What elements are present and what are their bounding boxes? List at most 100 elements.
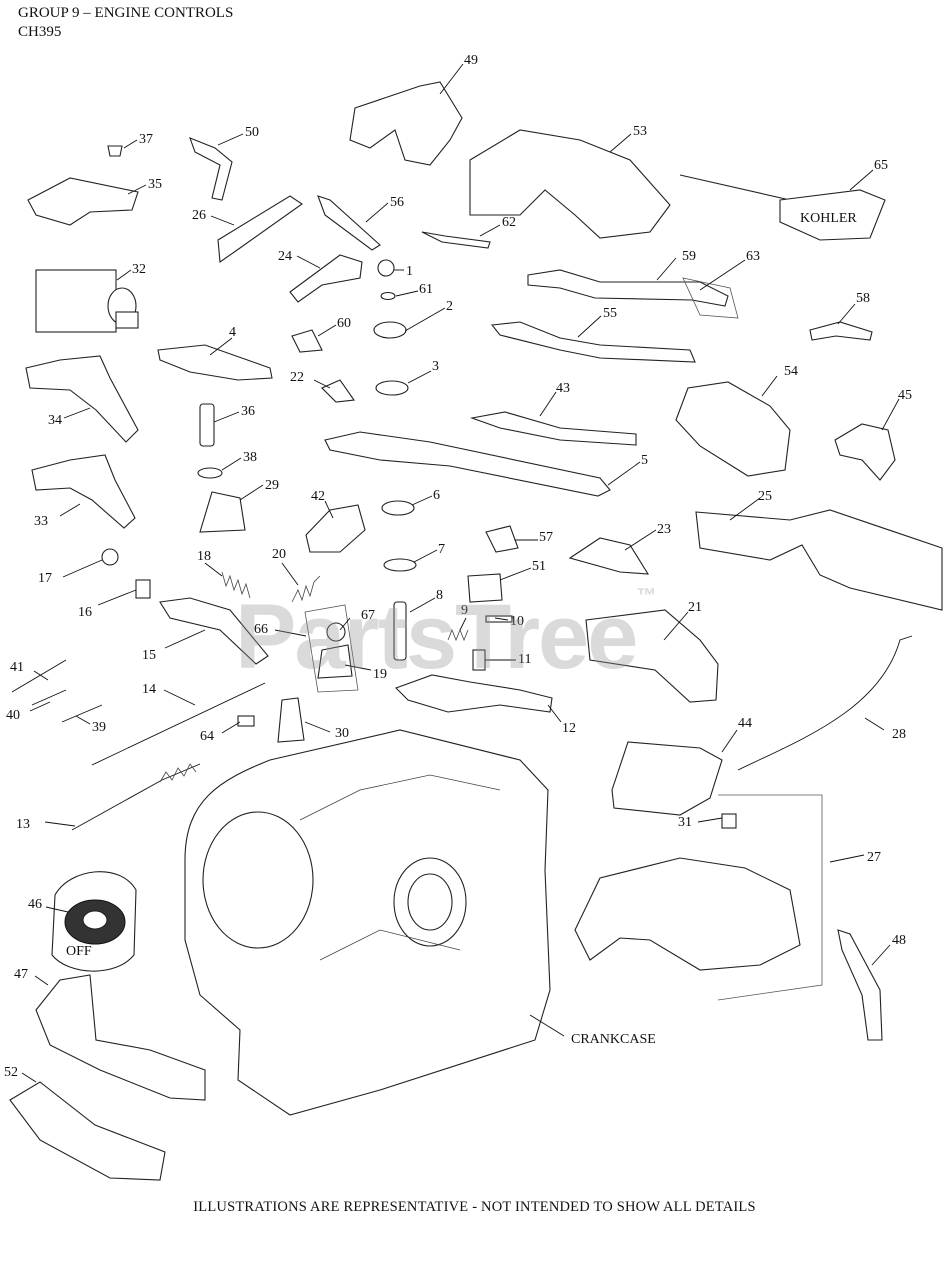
callout-30: 30 [335,726,349,741]
callout-57: 57 [539,530,553,545]
callout-7: 7 [438,542,445,557]
part-27-shroud [574,857,801,971]
callout-12: 12 [562,721,576,736]
callout-2: 2 [446,299,453,314]
callout-29: 29 [265,478,279,493]
module-marking: KOHLER [800,211,857,226]
knob-marking: OFF [66,944,92,959]
callout-64: 64 [200,729,214,744]
part-28-rod [737,635,913,771]
illustration-disclaimer: ILLUSTRATIONS ARE REPRESENTATIVE - NOT I… [193,1199,756,1215]
part-62-arm [421,231,491,249]
callout-37: 37 [139,132,153,147]
part-48-lever [837,929,883,1041]
part-63-link [682,277,739,319]
diagram-header: GROUP 9 – ENGINE CONTROLS CH395 [18,4,233,42]
part-2-washer [373,321,407,339]
part-54-bracket [675,381,791,477]
callout-38: 38 [243,450,257,465]
callout-25: 25 [758,489,772,504]
callout-33: 33 [34,514,48,529]
part-24-bracket [289,254,363,303]
part-57-clip [485,525,519,553]
callout-1: 1 [406,264,413,279]
part-32-solenoid [35,269,139,333]
callout-31: 31 [678,815,692,830]
callout-49: 49 [464,53,478,68]
callout-50: 50 [245,125,259,140]
callout-59: 59 [682,249,696,264]
part-26-lever [217,195,303,263]
callout-27: 27 [867,850,881,865]
part-43-arm [469,411,637,446]
part-9-spring [447,628,469,642]
part-3-washer [375,380,409,396]
part-56-lever [317,195,381,251]
part-7-washer [383,558,417,572]
callout-36: 36 [241,404,255,419]
callout-63: 63 [746,249,760,264]
callout-numbers: 1 2 3 4 5 6 7 8 9 10 11 12 13 14 15 16 1… [4,53,912,1080]
part-44-bracket [611,741,723,816]
part-31-fitting [721,813,737,829]
callout-14: 14 [142,682,156,697]
callout-21: 21 [688,600,702,615]
callout-13: 13 [16,817,30,832]
callout-8: 8 [436,588,443,603]
callout-51: 51 [532,559,546,574]
callout-19: 19 [373,667,387,682]
part-42-bracket [305,504,366,553]
part-33-lever [31,454,136,529]
part-45-bracket [834,423,896,481]
part-49-bracket [349,81,463,166]
callout-48: 48 [892,933,906,948]
callout-11: 11 [518,652,531,667]
part-51-bracket [467,573,503,603]
part-60-clip [291,329,323,353]
part-53-baffle [469,129,671,239]
part-19-bracket [317,644,353,679]
part-34-lever [25,355,139,443]
part-1-nut [377,259,395,277]
model-number: CH395 [18,24,62,40]
callout-4: 4 [229,325,236,340]
part-crankcase [184,729,551,1116]
callout-42: 42 [311,489,325,504]
callout-35: 35 [148,177,162,192]
group-title: GROUP 9 – ENGINE CONTROLS [18,5,234,21]
part-21-plate [585,609,719,703]
callout-34: 34 [48,413,62,428]
callout-24: 24 [278,249,292,264]
callout-17: 17 [38,571,52,586]
part-6-washer [381,500,415,516]
part-40-link [31,689,67,706]
part-58-bracket [809,321,873,341]
part-59-arm [527,269,729,307]
part-25-bracket [695,509,943,611]
callout-41: 41 [10,660,24,675]
callout-15: 15 [142,648,156,663]
part-4-plate [157,344,273,381]
part-61-washer [380,291,396,301]
callout-65: 65 [874,158,888,173]
part-8-shaft [393,601,407,661]
part-46-knob: OFF [51,871,137,972]
callout-3: 3 [432,359,439,374]
callout-9: 9 [461,603,468,618]
part-27-bracket-line [717,794,823,1001]
callout-22: 22 [290,370,304,385]
callout-67: 67 [361,608,375,623]
part-13-spring-rod [71,763,201,831]
callout-60: 60 [337,316,351,331]
part-37-screw [107,145,123,157]
part-29-bracket [199,491,246,533]
callout-54: 54 [784,364,798,379]
callout-55: 55 [603,306,617,321]
part-14-rod [91,682,266,766]
part-55-arm [490,321,696,363]
callout-10: 10 [510,614,524,629]
callout-16: 16 [78,605,92,620]
part-15-lever [159,597,269,665]
part-30-clip [277,697,305,743]
